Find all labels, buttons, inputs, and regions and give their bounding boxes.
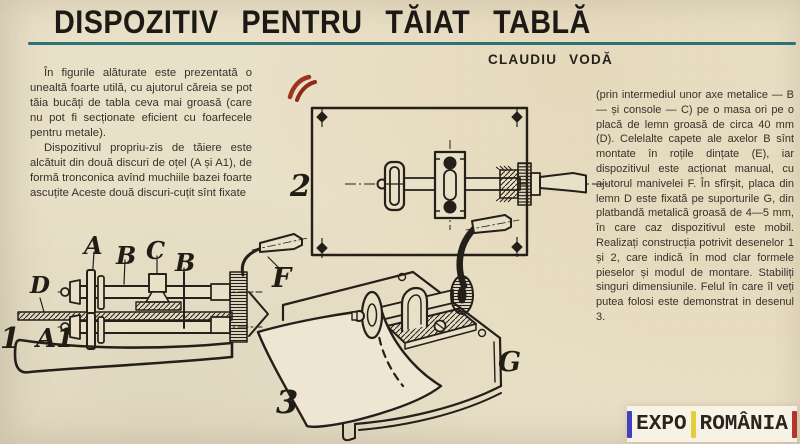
figure1-label-f: F [272,263,292,294]
logo-bar-blue [627,410,633,438]
figure3-label-g: G [498,347,522,378]
figure1-label-a1: A1 [36,324,75,354]
figure1-number: 1 [0,321,21,355]
paragraph: Dispozitivul propriu-zis de tăiere este … [30,142,252,199]
author-name: CLAUDIU VODĂ [488,52,613,67]
figure-3-drawing [235,214,565,444]
figure2-number: 2 [290,169,311,204]
expo-romania-logo: EXPO ROMÂNIA [627,406,797,442]
figure1-label-d: D [30,272,50,299]
article-right-column: (prin intermediul unor axe metalice — B … [596,88,794,325]
logo-bar-yellow [690,410,696,438]
figure-3-svg [256,214,520,442]
paragraph: În figurile alăturate este prezentată o … [30,67,252,139]
figure1-label-c: C [146,236,166,265]
paragraph: (prin intermediul unor axe metalice — B … [596,89,794,323]
figure3-number: 3 [276,383,299,421]
red-pen-mark-icon [284,73,318,103]
figure-2-drawing [290,66,620,271]
page-title: DISPOZITIV PENTRU TĂIAT TABLĂ [54,4,591,40]
figure1-label-a: A [84,231,103,260]
figure-2-svg [310,106,612,258]
logo-word-romania: ROMÂNIA [699,412,788,436]
title-rule [28,42,796,45]
figure1-label-b2: B [175,248,196,277]
article-left-column: În figurile alăturate este prezentată o … [30,66,252,201]
figure-1-drawing [0,228,310,384]
logo-word-expo: EXPO [636,412,687,436]
figure1-label-b1: B [116,241,137,270]
figure-1-svg [13,233,309,374]
logo-bar-red [791,410,797,438]
